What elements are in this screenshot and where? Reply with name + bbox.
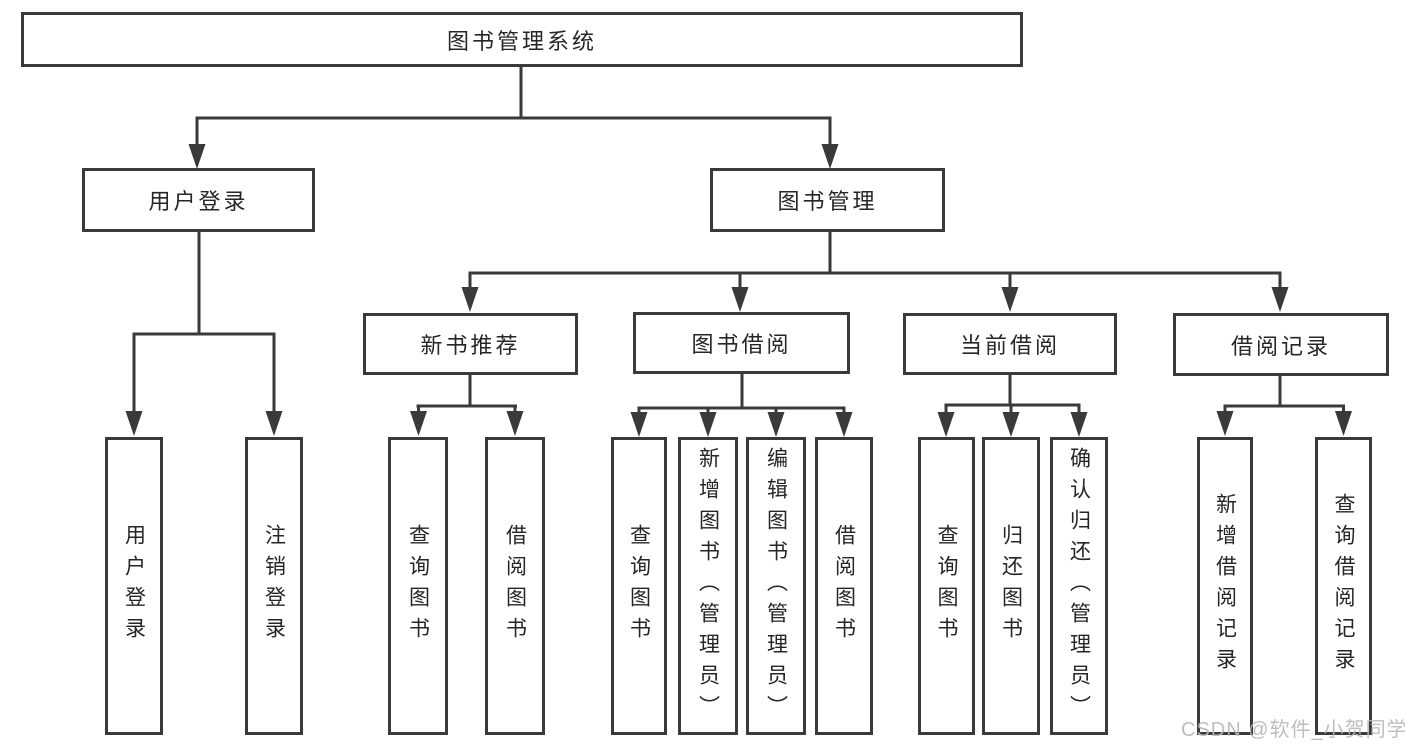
- leaf-edit-books-admin: 编辑图书（管理员）: [746, 437, 806, 735]
- node-book-management: 图书管理: [710, 168, 945, 232]
- leaf-query-books-recommend: 查询图书: [388, 437, 448, 735]
- csdn-watermark: CSDN @软件_小贺同学: [1181, 719, 1405, 741]
- leaf-borrow-books-recommend: 借阅图书: [485, 437, 545, 735]
- leaf-add-books-admin: 新增图书（管理员）: [678, 437, 738, 735]
- leaf-query-books-borrow: 查询图书: [611, 437, 667, 735]
- leaf-user-login: 用户登录: [105, 437, 163, 735]
- node-library-management-system: 图书管理系统: [21, 12, 1023, 67]
- node-current-borrowing: 当前借阅: [903, 313, 1117, 375]
- node-book-borrowing: 图书借阅: [633, 312, 850, 374]
- leaf-return-books: 归还图书: [982, 437, 1040, 735]
- leaf-logout-login: 注销登录: [245, 437, 303, 735]
- leaf-borrow-books: 借阅图书: [815, 437, 873, 735]
- node-user-login: 用户登录: [82, 168, 315, 232]
- arrowheads: [125, 144, 1352, 437]
- node-borrowing-records: 借阅记录: [1173, 313, 1389, 376]
- leaf-query-borrow-record: 查询借阅记录: [1315, 437, 1372, 735]
- leaf-confirm-return-admin: 确认归还（管理员）: [1050, 437, 1108, 735]
- leaf-query-books-current: 查询图书: [918, 437, 975, 735]
- node-new-book-recommend: 新书推荐: [363, 313, 578, 375]
- leaf-add-borrow-record: 新增借阅记录: [1197, 437, 1253, 735]
